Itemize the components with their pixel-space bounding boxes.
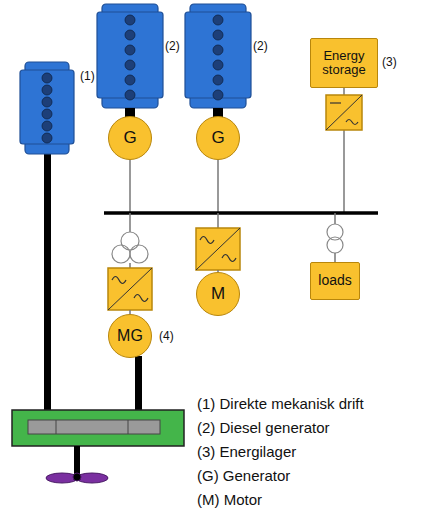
wire	[217, 213, 219, 228]
callout-number: (2)	[165, 40, 180, 53]
callout-number: (4)	[159, 330, 174, 343]
node-text: Energy storage	[311, 49, 377, 78]
drive-shaft	[44, 150, 51, 414]
wire	[343, 88, 345, 95]
bus-bar	[104, 211, 378, 215]
propeller-shaft	[74, 446, 80, 474]
transformer-symbol	[112, 232, 148, 263]
callout-number: (2)	[253, 40, 268, 53]
transformer-symbol	[327, 224, 343, 253]
gearbox	[12, 410, 184, 446]
wire	[334, 213, 336, 224]
loads-box: loads	[310, 262, 360, 300]
node-text: G	[211, 129, 224, 148]
node-text: loads	[318, 273, 351, 288]
diesel-engine	[20, 62, 74, 154]
generator-circle: G	[108, 116, 152, 160]
node-text: G	[123, 129, 136, 148]
generator-circle: G	[196, 116, 240, 160]
motor-generator-circle: MG	[108, 314, 152, 358]
ac-ac-converter	[108, 268, 152, 310]
diesel-engine	[185, 4, 251, 118]
callout-number: (1)	[80, 70, 95, 83]
legend-text: (1) Direkte mekanisk drift	[197, 396, 364, 413]
wire	[129, 213, 131, 232]
propeller	[46, 473, 108, 483]
legend-text: (2) Diesel generator	[197, 420, 330, 437]
legend-text: (G) Generator	[197, 468, 290, 485]
drive-shaft	[135, 356, 142, 414]
dc-ac-converter	[326, 95, 362, 130]
node-text: M	[211, 285, 225, 304]
ac-ac-converter	[196, 228, 240, 270]
callout-number: (3)	[382, 56, 397, 69]
wire	[217, 160, 219, 213]
node-text: MG	[117, 327, 143, 345]
legend-text: (M) Motor	[197, 492, 262, 509]
energy-storage-box: Energy storage	[310, 38, 378, 88]
wire	[334, 253, 336, 262]
wire	[129, 160, 131, 213]
legend-text: (3) Energilager	[197, 444, 296, 461]
wire	[343, 130, 345, 213]
motor-circle: M	[196, 272, 240, 316]
diesel-engine	[97, 4, 163, 118]
